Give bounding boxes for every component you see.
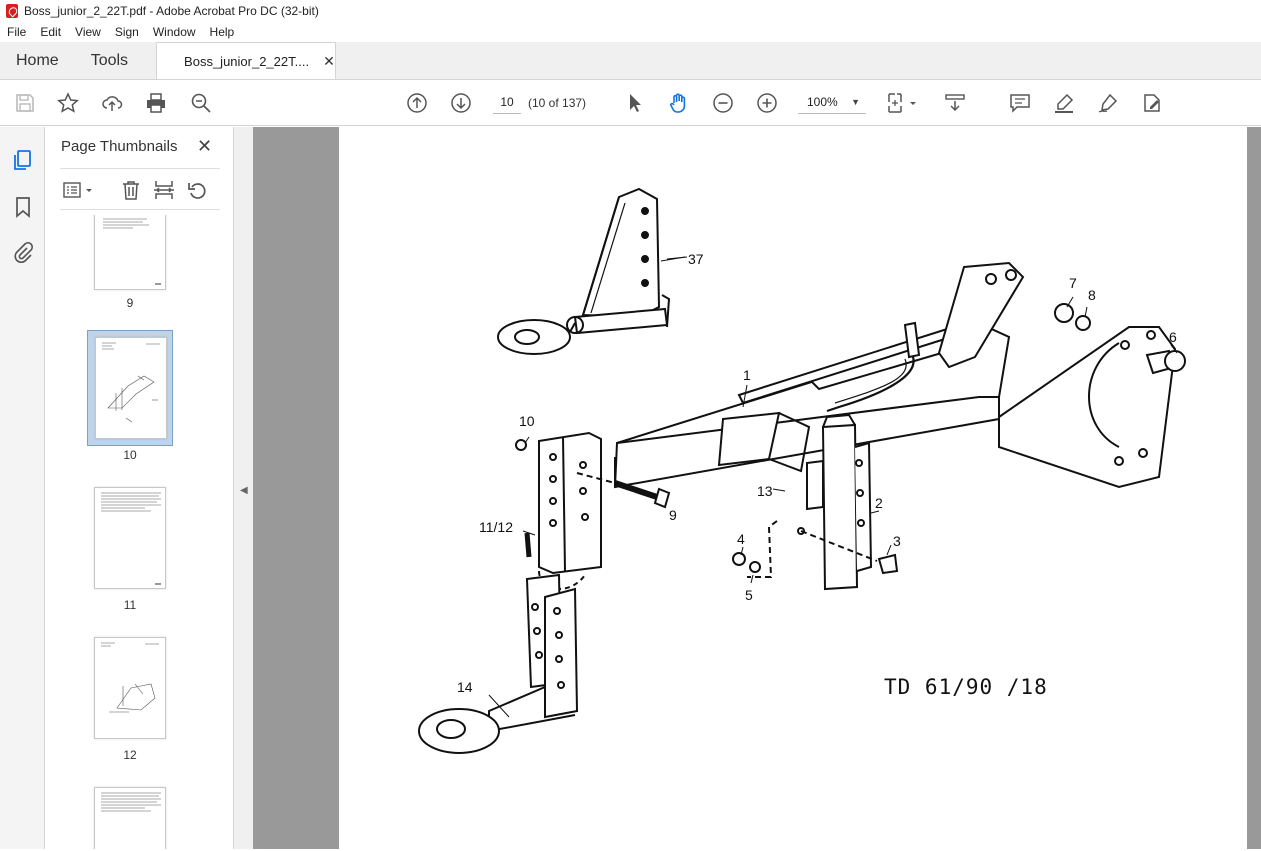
bookmarks-icon[interactable] <box>11 195 35 219</box>
acrobat-logo-icon <box>6 4 18 18</box>
pdf-page: 37 1 7 8 6 10 13 2 9 11/12 4 3 5 14 TD 6… <box>339 127 1247 849</box>
thumbnail-page-selected[interactable] <box>95 337 167 439</box>
collapse-panel-icon[interactable]: ◀ <box>240 485 248 496</box>
menu-window[interactable]: Window <box>152 25 196 39</box>
zoom-level-value: 100% <box>807 95 838 109</box>
menu-sign[interactable]: Sign <box>114 25 139 39</box>
panel-close-icon[interactable]: ✕ <box>197 136 213 156</box>
page-thumbnails-panel: Page Thumbnails ✕ 9 10 11 <box>45 127 272 851</box>
extract-pages-icon[interactable] <box>153 179 175 201</box>
menu-edit[interactable]: Edit <box>40 25 62 39</box>
callout-14: 14 <box>457 679 473 695</box>
tab-home[interactable]: Home <box>16 51 59 69</box>
page-count-label: (10 of 137) <box>528 96 587 110</box>
tab-tools[interactable]: Tools <box>90 51 129 69</box>
panel-splitter[interactable]: ◀ <box>233 127 253 849</box>
callout-7: 7 <box>1069 275 1077 291</box>
callout-1: 1 <box>743 367 751 383</box>
next-page-icon[interactable] <box>450 92 472 114</box>
zoom-search-icon[interactable] <box>190 92 212 114</box>
callout-11-12: 11/12 <box>479 519 513 535</box>
chevron-down-icon: ▼ <box>851 97 860 107</box>
callout-8: 8 <box>1088 287 1096 303</box>
print-icon[interactable] <box>145 92 167 114</box>
exploded-parts-diagram <box>418 187 1186 754</box>
delete-page-icon[interactable] <box>120 179 142 201</box>
panel-toolbar <box>60 168 220 210</box>
thumbnail-page[interactable] <box>94 487 166 589</box>
callout-10: 10 <box>519 413 535 429</box>
main-toolbar <box>0 80 1261 196</box>
tab-document-label: Boss_junior_2_22T.... <box>184 53 310 69</box>
thumbnail-label: 11 <box>123 598 137 612</box>
title-bar: Boss_junior_2_22T.pdf - Adobe Acrobat Pr… <box>0 0 1261 22</box>
window-title: Boss_junior_2_22T.pdf - Adobe Acrobat Pr… <box>24 4 319 18</box>
zoom-out-icon[interactable] <box>712 92 734 114</box>
select-arrow-icon[interactable] <box>624 92 646 114</box>
fill-sign-icon[interactable] <box>1141 92 1163 114</box>
drawing-code: TD 61/90 /18 <box>884 675 1048 699</box>
upload-icon[interactable] <box>101 92 123 114</box>
comment-icon[interactable] <box>1009 92 1031 114</box>
attachments-icon[interactable] <box>11 241 35 265</box>
thumbnail-label: 10 <box>123 448 137 462</box>
thumbnail-page[interactable] <box>94 215 166 290</box>
thumbnail-label: 12 <box>123 748 137 762</box>
callout-13: 13 <box>757 483 773 499</box>
callout-3: 3 <box>893 533 901 549</box>
menu-file[interactable]: File <box>7 25 27 39</box>
callout-37: 37 <box>688 251 704 267</box>
page-number-input[interactable]: 10 <box>493 90 521 114</box>
tab-document[interactable]: Boss_junior_2_22T.... ✕ <box>156 42 337 79</box>
callout-6: 6 <box>1169 329 1177 345</box>
scroll-mode-icon[interactable] <box>944 92 966 114</box>
sign-icon[interactable] <box>1097 92 1119 114</box>
tab-close-icon[interactable]: ✕ <box>323 52 335 69</box>
menu-help[interactable]: Help <box>209 25 235 39</box>
rotate-page-icon[interactable] <box>187 179 209 201</box>
callout-9: 9 <box>669 507 677 523</box>
thumbnail-label: 9 <box>126 296 134 310</box>
fit-page-icon[interactable] <box>886 92 920 114</box>
zoom-in-icon[interactable] <box>756 92 778 114</box>
thumbnail-options-icon[interactable] <box>62 179 96 201</box>
thumbnail-page[interactable] <box>94 787 166 849</box>
thumbnail-list: 9 10 11 12 <box>45 215 217 849</box>
page-thumbnails-icon[interactable] <box>11 148 35 172</box>
tab-bar: Home Tools Boss_junior_2_22T.... ✕ <box>0 42 1261 80</box>
panel-title: Page Thumbnails <box>61 138 178 155</box>
menu-bar: File Edit View Sign Window Help <box>0 22 1261 42</box>
zoom-level-select[interactable]: 100% ▼ <box>798 90 866 114</box>
document-viewport[interactable]: 37 1 7 8 6 10 13 2 9 11/12 4 3 5 14 TD 6… <box>253 127 1261 849</box>
menu-view[interactable]: View <box>75 25 101 39</box>
highlight-icon[interactable] <box>1053 92 1075 114</box>
left-navigation-rail <box>0 127 45 849</box>
hand-tool-icon[interactable] <box>668 92 690 114</box>
callout-5: 5 <box>745 587 753 603</box>
bookmark-star-icon[interactable] <box>57 92 79 114</box>
thumbnail-page[interactable] <box>94 637 166 739</box>
callout-4: 4 <box>737 531 745 547</box>
save-icon[interactable] <box>14 92 36 114</box>
prev-page-icon[interactable] <box>406 92 428 114</box>
callout-2: 2 <box>875 495 883 511</box>
